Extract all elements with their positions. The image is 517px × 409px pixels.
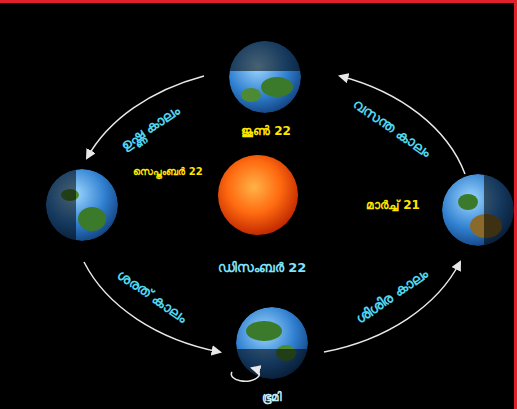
earth: [42, 165, 118, 245]
date-label: ജൂൺ 22: [241, 124, 291, 138]
season-label: ശരത് കാലം: [114, 266, 190, 326]
rotation-arrow: [231, 368, 259, 381]
frame-line: [0, 0, 517, 3]
date-label: ഡിസംബർ 22: [218, 260, 307, 276]
season-label: വസന്ത കാലം: [350, 95, 434, 161]
date-label: മാർച്ച് 21: [366, 198, 420, 212]
earth: [232, 307, 312, 383]
sun: [218, 155, 298, 235]
season-label: ശിശിര കാലം: [352, 265, 431, 327]
frame-line: [514, 0, 517, 409]
season-label: ഉഷ്ണ കാലം: [117, 102, 182, 155]
caption-label: ഭൂമി: [262, 390, 282, 404]
date-label: സെപ്തംബർ 22: [133, 166, 202, 178]
earth: [442, 170, 517, 250]
earth: [225, 37, 305, 113]
